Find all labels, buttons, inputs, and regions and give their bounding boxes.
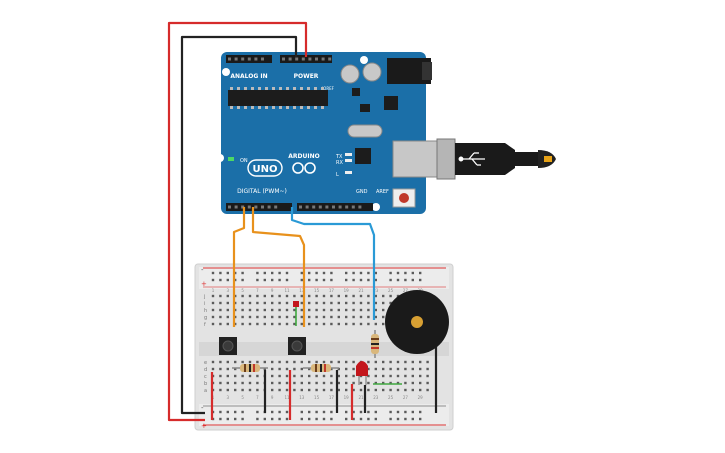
- row-letter: c: [204, 374, 207, 380]
- usb-port[interactable]: [392, 140, 438, 178]
- small-red-led-marker: [293, 301, 299, 307]
- on-led: [228, 157, 234, 161]
- column-number: 9: [271, 288, 274, 293]
- column-number: 11: [284, 395, 290, 400]
- row-letter: h: [204, 308, 207, 314]
- wire-black-gnd[interactable]: [180, 35, 298, 415]
- wire-orange-pin3[interactable]: [251, 207, 306, 327]
- capacitor-2: [362, 62, 382, 82]
- microcontroller-chip: [228, 90, 328, 106]
- column-number: 25: [388, 395, 394, 400]
- column-number: 17: [329, 288, 335, 293]
- column-number: 27: [403, 395, 409, 400]
- column-number: 5: [241, 395, 244, 400]
- column-number: 21: [358, 395, 364, 400]
- usb-cable[interactable]: [436, 138, 556, 180]
- column-number: 23: [373, 395, 379, 400]
- resistor-3[interactable]: [371, 330, 379, 358]
- digital-label: DIGITAL (PWM~): [237, 188, 287, 195]
- power-header[interactable]: [280, 55, 332, 63]
- crystal: [347, 124, 383, 138]
- column-number: 7: [256, 288, 259, 293]
- column-number: 11: [284, 288, 290, 293]
- column-number: 13: [299, 395, 305, 400]
- column-number: 29: [418, 395, 424, 400]
- column-number: 19: [344, 288, 350, 293]
- column-number: 9: [271, 395, 274, 400]
- column-number: 15: [314, 395, 320, 400]
- on-led-label: ON: [240, 158, 248, 164]
- arduino-logo-icon: ARDUINO: [288, 153, 320, 174]
- chip-pins: [230, 87, 324, 109]
- rail-minus-top: -: [201, 266, 204, 274]
- pushbutton-2[interactable]: [288, 337, 306, 355]
- rx-label: RX: [336, 160, 343, 166]
- row-letter: a: [204, 388, 207, 394]
- column-number: 5: [241, 288, 244, 293]
- column-number: 1: [212, 288, 215, 293]
- row-letter: f: [204, 322, 206, 328]
- rail-plus-top: +: [201, 280, 207, 288]
- usb-icon: [458, 152, 485, 166]
- row-letter: e: [204, 360, 207, 366]
- arduino-brand: ARDUINO: [288, 153, 319, 160]
- pushbutton-1[interactable]: [219, 337, 237, 355]
- analog-label: ANALOG IN: [230, 73, 267, 80]
- rail-minus-bottom: -: [201, 404, 204, 412]
- reset-button-cap[interactable]: [399, 193, 409, 203]
- digital-header-left[interactable]: [226, 203, 292, 211]
- column-number: 13: [299, 288, 305, 293]
- aref-label: AREF: [376, 189, 389, 195]
- arduino-uno-board[interactable]: ANALOG IN POWER DIGITAL (PWM~) ON TX RX …: [216, 52, 438, 214]
- capacitor-1: [340, 64, 360, 84]
- wire-orange-pin2[interactable]: [232, 207, 246, 327]
- header-pins: [228, 57, 362, 209]
- ioref-label: IOREF: [322, 86, 335, 91]
- power-label: POWER: [294, 73, 319, 80]
- column-number: 1: [212, 395, 215, 400]
- row-letter: j: [203, 294, 205, 300]
- column-number: 27: [403, 288, 409, 293]
- red-led[interactable]: [356, 361, 368, 385]
- column-number: 25: [388, 288, 394, 293]
- resistor-1[interactable]: [232, 364, 268, 372]
- wire-blue-pin8[interactable]: [290, 207, 376, 320]
- column-number: 17: [329, 395, 335, 400]
- resistor-2[interactable]: [303, 364, 339, 372]
- uno-logo: UNO: [247, 159, 283, 177]
- column-number: 3: [227, 395, 230, 400]
- row-letter: i: [204, 301, 205, 307]
- row-letter: d: [204, 367, 207, 373]
- column-number: 3: [227, 288, 230, 293]
- rail-plus-bottom: +: [201, 422, 207, 430]
- row-letter: g: [204, 315, 207, 321]
- wire-red-5v[interactable]: [167, 21, 308, 422]
- tx-label: TX: [335, 154, 343, 160]
- column-number: 19: [344, 395, 350, 400]
- column-number: 23: [373, 288, 379, 293]
- piezo-buzzer[interactable]: [385, 290, 449, 354]
- column-number: 15: [314, 288, 320, 293]
- column-number: 21: [358, 288, 364, 293]
- row-letter: b: [204, 381, 207, 387]
- uno-text: UNO: [253, 164, 278, 175]
- wires[interactable]: [167, 21, 438, 422]
- l-label: L: [336, 172, 339, 178]
- column-number: 7: [256, 395, 259, 400]
- gnd-label: GND: [356, 189, 368, 195]
